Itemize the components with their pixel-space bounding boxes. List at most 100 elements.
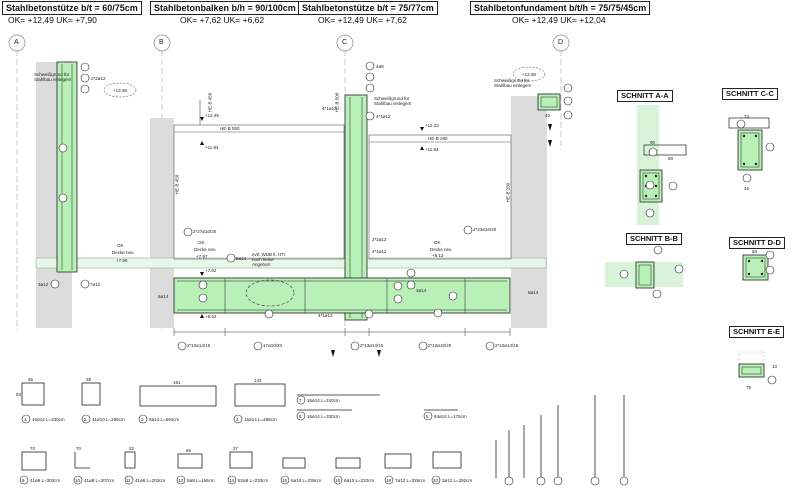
bar-note: 4*1ø12 <box>318 313 333 318</box>
shape-dim: 143 <box>254 378 262 383</box>
shape-dim: 40 <box>545 113 551 118</box>
shape-14 <box>229 451 253 469</box>
schedule-no: 4 <box>236 417 239 422</box>
wdb-cloud <box>245 279 295 307</box>
steel-frame-left <box>173 124 345 260</box>
level-label: +11.94 <box>425 147 439 152</box>
title-column-c: Stahlbetonstütze b/t = 75/77cm <box>298 1 438 15</box>
bar-note: 2*2ø12 <box>91 76 106 81</box>
bar-note: 3ø12 <box>38 282 49 287</box>
shape-dim: 74 <box>744 114 750 119</box>
schedule-item-15: 6ø10 L=236cm <box>291 478 322 483</box>
axis-circle-d <box>552 34 570 52</box>
schedule-item-11: 41ø8 L=203cm <box>135 478 166 483</box>
steel-frame-right <box>368 134 512 260</box>
note-decke: Decke neu <box>194 247 216 252</box>
title-column-a: Stahlbetonstütze b/t = 60/75cm <box>2 1 142 15</box>
bar-note: 2*27ø10/20 <box>193 229 217 234</box>
note-weld: Schweißgrund für Stahlbau einlegen! <box>374 96 412 106</box>
schedule-item-1: 16ø14 L=330cm <box>32 417 65 422</box>
section-title-cc: SCHNITT C-C <box>722 88 778 100</box>
schedule-item-2: 41ø10 L=296cm <box>92 417 125 422</box>
axis-label-a: A <box>14 39 19 46</box>
schedule-no: 3 <box>141 417 144 422</box>
level-label: +12.49 <box>205 113 219 118</box>
schedule-no: 5 <box>426 414 429 419</box>
level-label: +7.97 <box>196 254 208 259</box>
column-c <box>344 94 368 321</box>
shape-13 <box>177 453 203 469</box>
shape-dim: 70 <box>30 446 36 451</box>
schedule-no: 14 <box>229 478 235 483</box>
shape-4 <box>234 383 286 407</box>
bar-note: 2*12ø10/20 <box>428 343 452 348</box>
axis-circle-c <box>336 34 354 52</box>
level-label: +7.62 <box>205 268 217 273</box>
slab-band <box>35 257 547 269</box>
bar-note: 8ø14 <box>236 256 247 261</box>
shape-3 <box>139 385 217 407</box>
bar-note: 8ø14 <box>158 294 169 299</box>
bar-note: 4ø8 <box>376 64 384 69</box>
schedule-item-20: 3ø12 L=292cm <box>442 478 473 483</box>
schedule-no: 11 <box>126 478 131 483</box>
bar-note: 2*10ø14/15 <box>495 343 519 348</box>
shape-dim: 70 <box>76 446 82 451</box>
shape-dim: 22 <box>129 446 135 451</box>
schedule-item-9: 41ø8 L=300cm <box>30 478 61 483</box>
schedule-no: 6 <box>299 414 302 419</box>
cut-marker-e <box>548 124 552 131</box>
level-label: +13.38 <box>522 72 536 77</box>
beam-main <box>173 277 511 314</box>
cut-marker-c <box>331 350 335 357</box>
level-arrow <box>420 127 424 131</box>
column-a <box>56 61 78 273</box>
shape-dim: 191 <box>173 380 181 385</box>
section-aa-bg <box>637 105 659 225</box>
schedule-item-19: 7ø12 L=326cm <box>395 478 426 483</box>
shape-16 <box>335 457 361 469</box>
shape-dim: 55 <box>28 377 34 382</box>
section-title-ee: SCHNITT E-E <box>729 326 785 338</box>
level-arrow <box>420 146 424 150</box>
steel-profile: HE-B 450 <box>174 174 180 195</box>
note-decke: Decke neu <box>430 247 452 252</box>
shape-dim: 37 <box>233 446 239 451</box>
axis-label-c: C <box>342 39 348 46</box>
level-label: +7.90 <box>116 258 128 263</box>
steel-profile: HE-B 550 <box>220 126 240 131</box>
schedule-no: 7 <box>299 398 302 403</box>
level-cloud-d <box>512 66 546 82</box>
bar-note: 8ø14 <box>528 290 539 295</box>
level-arrow <box>200 117 204 121</box>
level-arrow <box>200 314 204 318</box>
steel-profile: HE-B 280 <box>428 136 448 141</box>
schedule-item-13: 8ø8 L=166cm <box>187 478 215 483</box>
axis-label-b: B <box>159 39 164 46</box>
shape-dim: 66 <box>186 448 192 453</box>
bar-note: 17ø10/20 <box>263 343 283 348</box>
shape-15 <box>282 457 306 469</box>
section-dd-body <box>742 254 769 281</box>
schedule-no: 10 <box>75 478 81 483</box>
level-arrow <box>200 272 204 276</box>
axis-circle-a <box>8 34 26 52</box>
bar-note: 4*1ø12 <box>372 249 387 254</box>
bar-note: 3ø14 <box>416 288 427 293</box>
existing-wall-b <box>150 118 174 328</box>
shape-dim: 45 <box>744 186 750 191</box>
note-wdb: evtl. WDB lt. HTI noch keine Angebot! <box>252 252 286 267</box>
schedule-no: 15 <box>282 478 288 483</box>
shape-dim: 93 <box>16 392 22 397</box>
schedule-no: 1 <box>24 417 27 422</box>
schedule-no: 2 <box>84 417 87 422</box>
schedule-item-14: 82ø8 L=233cm <box>238 478 269 483</box>
schedule-item-3: 8ø14 L=594cm <box>149 417 180 422</box>
foundation-d <box>537 93 561 111</box>
cut-marker-c <box>377 350 381 357</box>
schedule-item-4: 16ø14 L=498cm <box>244 417 277 422</box>
section-title-bb: SCHNITT B-B <box>626 233 682 245</box>
subtitle-foundation: OK= +12,49 UK= +12,04 <box>512 15 606 25</box>
shape-19 <box>384 453 412 469</box>
